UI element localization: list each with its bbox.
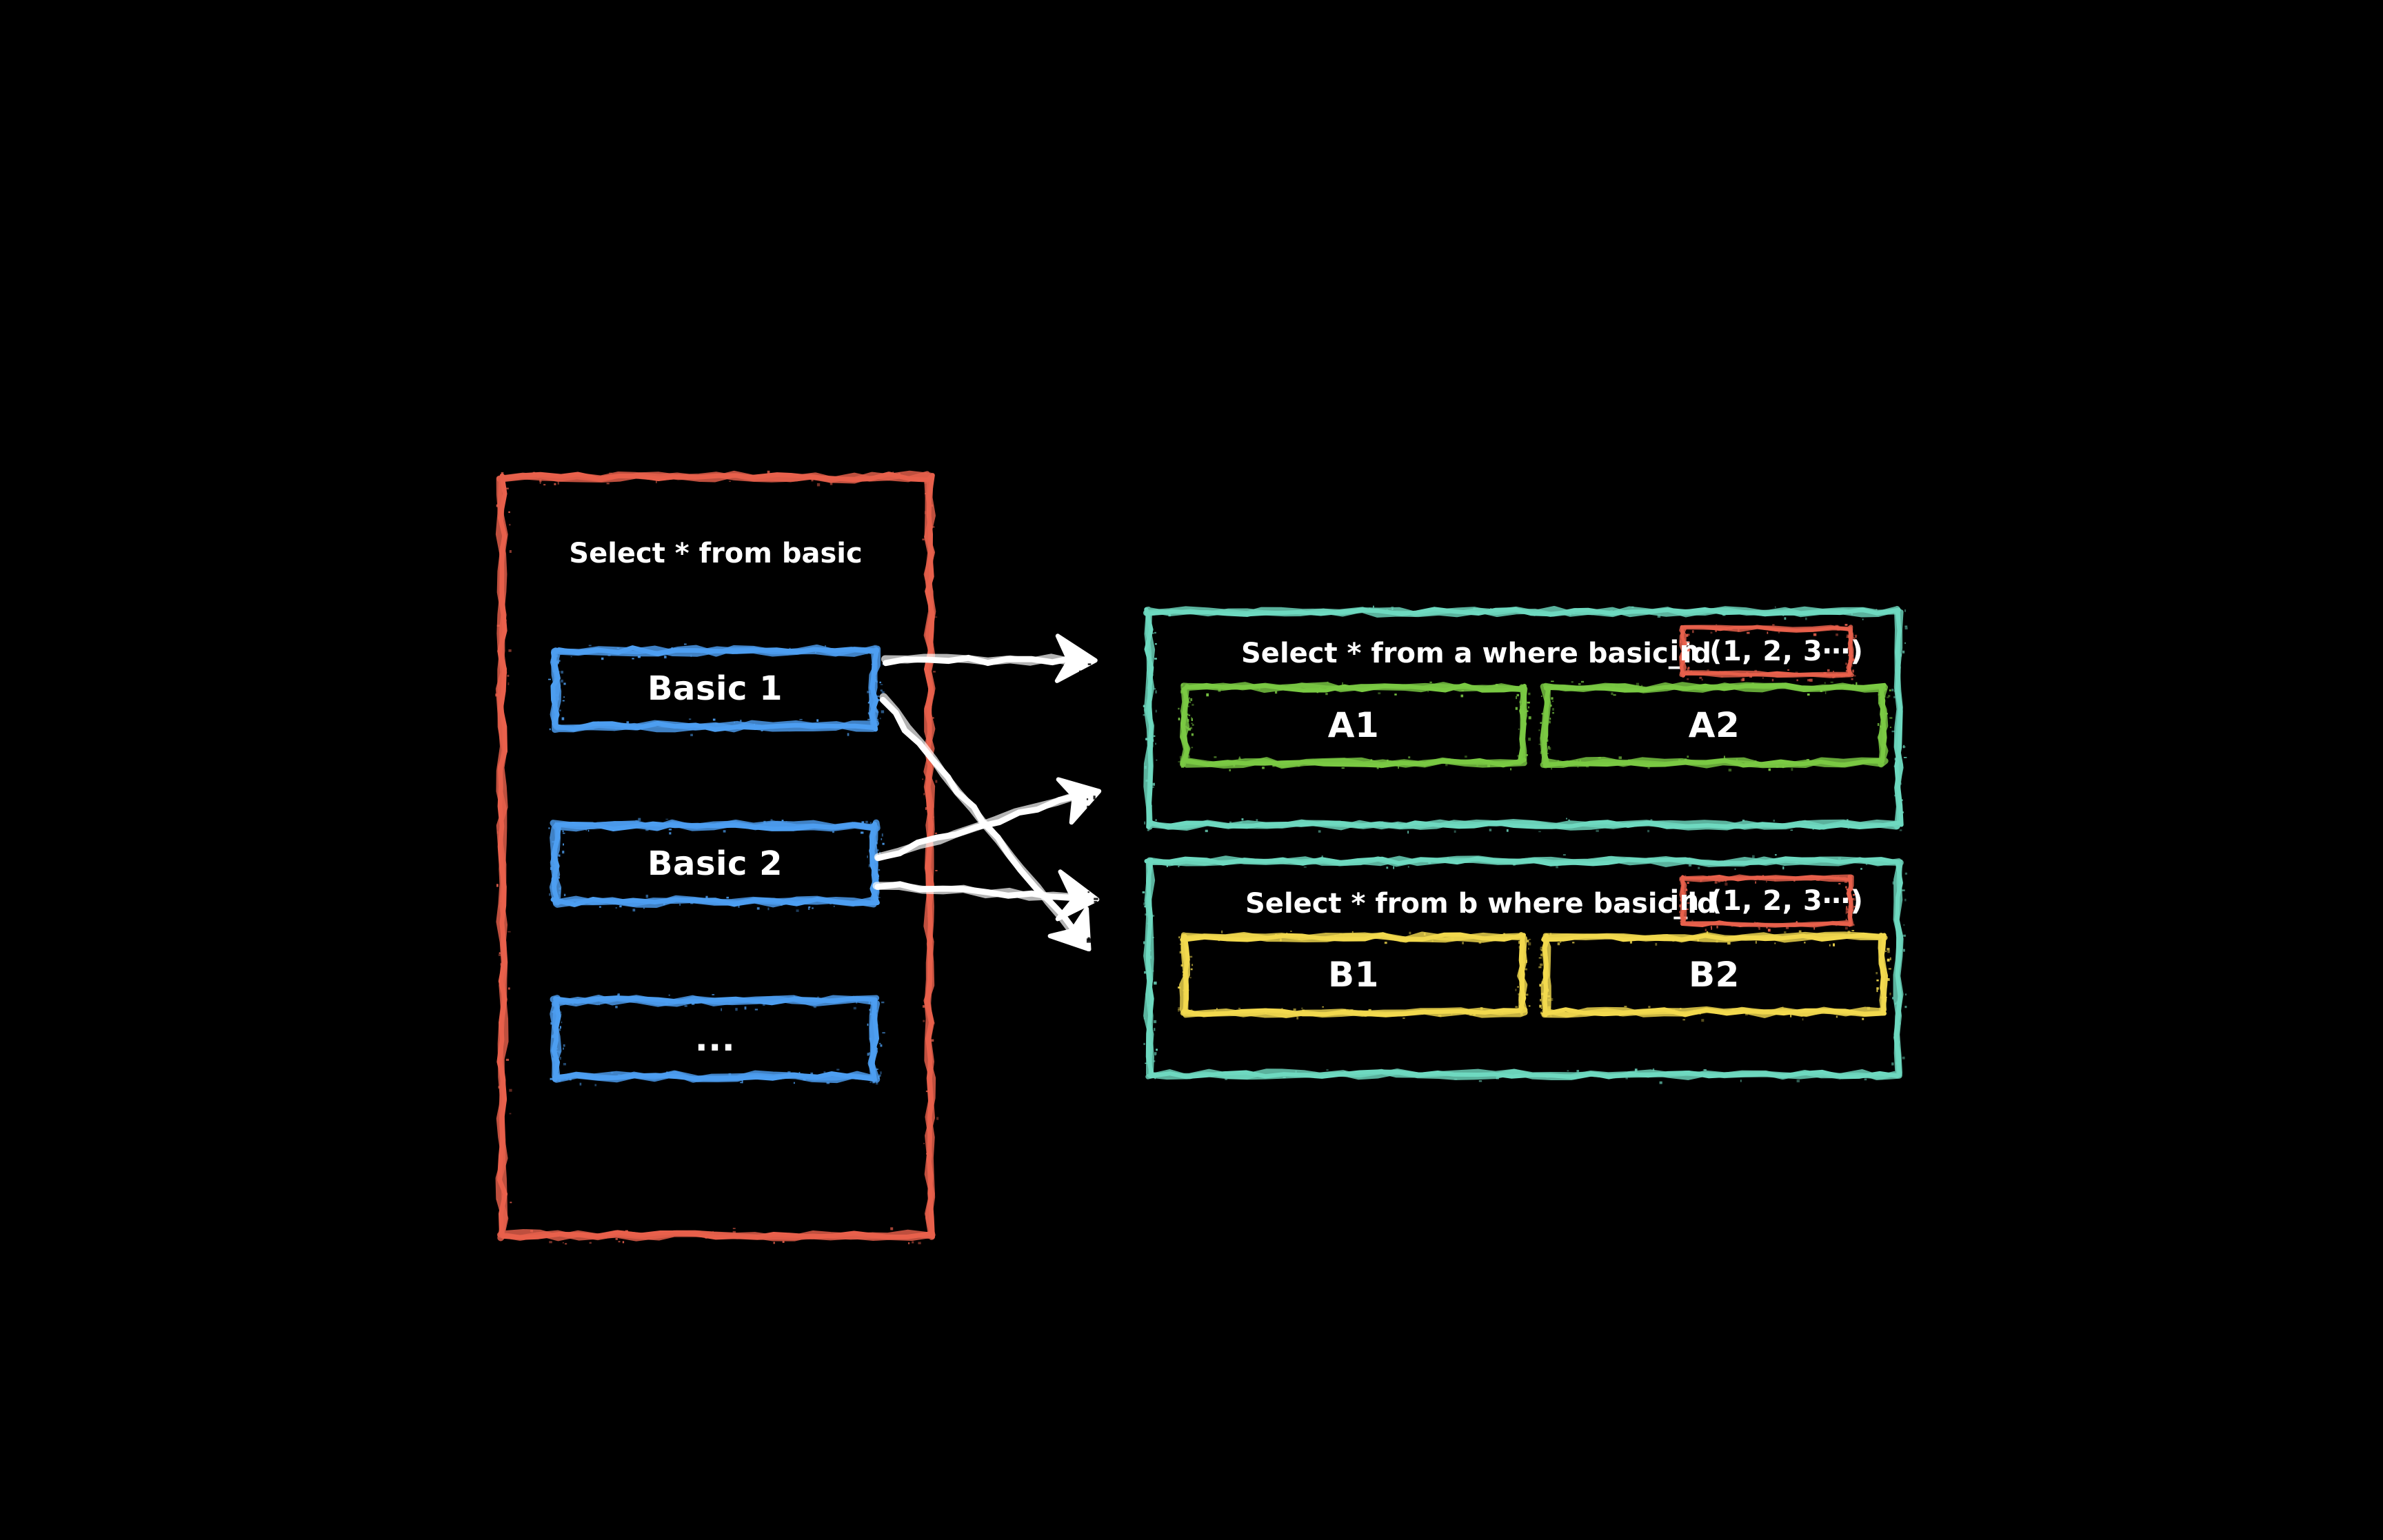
source-container-border: [495, 470, 939, 1245]
row-basic-ellipsis-border: [550, 993, 885, 1086]
row-basic-1-border: [548, 643, 885, 736]
target-panel-a-border: [1143, 605, 1908, 834]
panel-a-query-highlight-border: [1679, 624, 1858, 682]
leaf-b1-border: [1178, 930, 1531, 1020]
panel-b-query-prefix: Select * from b where basic_id: [1245, 888, 1717, 920]
leaf-b2-border: [1538, 930, 1891, 1022]
leaf-b2[interactable]: B2: [1538, 930, 1891, 1022]
row-basic-2-border: [548, 818, 885, 912]
source-container-basic: [495, 470, 939, 1245]
panel-a-query-highlight-box: in (1, 2, 3⋯): [1670, 624, 1863, 682]
leaf-a1[interactable]: A1: [1178, 681, 1531, 771]
panel-b-query-highlight-box: in (1, 2, 3⋯): [1670, 874, 1863, 932]
source-container-title: Select * from basic: [569, 538, 863, 569]
row-basic-1[interactable]: Basic 1: [548, 643, 885, 736]
leaf-b1[interactable]: B1: [1178, 930, 1531, 1020]
target-panel-b-border: [1142, 854, 1907, 1084]
target-panel-b: [1142, 854, 1907, 1084]
row-basic-2[interactable]: Basic 2: [548, 818, 885, 912]
panel-a-query-prefix: Select * from a where basic_id: [1241, 638, 1712, 669]
target-panel-a: [1143, 605, 1908, 834]
panel-b-query-highlight-border: [1679, 874, 1856, 932]
leaf-a2[interactable]: A2: [1538, 680, 1893, 772]
row-basic-ellipsis[interactable]: ...: [550, 993, 885, 1086]
leaf-a1-border: [1178, 681, 1531, 771]
leaf-a2-border: [1538, 680, 1893, 772]
